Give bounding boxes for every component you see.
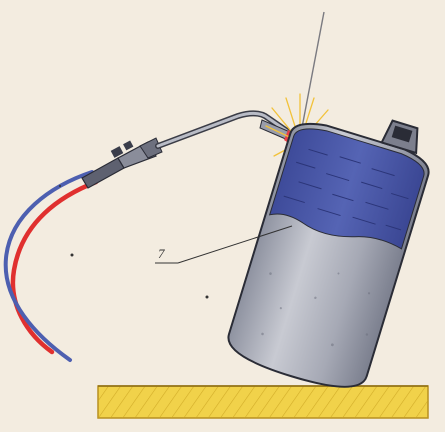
gas-cylinder-icon	[223, 93, 441, 397]
gas-hoses	[6, 172, 96, 360]
callout-number: 7	[158, 246, 165, 261]
welding-torch-icon	[82, 113, 300, 188]
red-hose	[13, 182, 96, 352]
blue-hose	[6, 172, 92, 360]
ink-dots	[59, 185, 209, 299]
base-plate	[98, 386, 428, 418]
